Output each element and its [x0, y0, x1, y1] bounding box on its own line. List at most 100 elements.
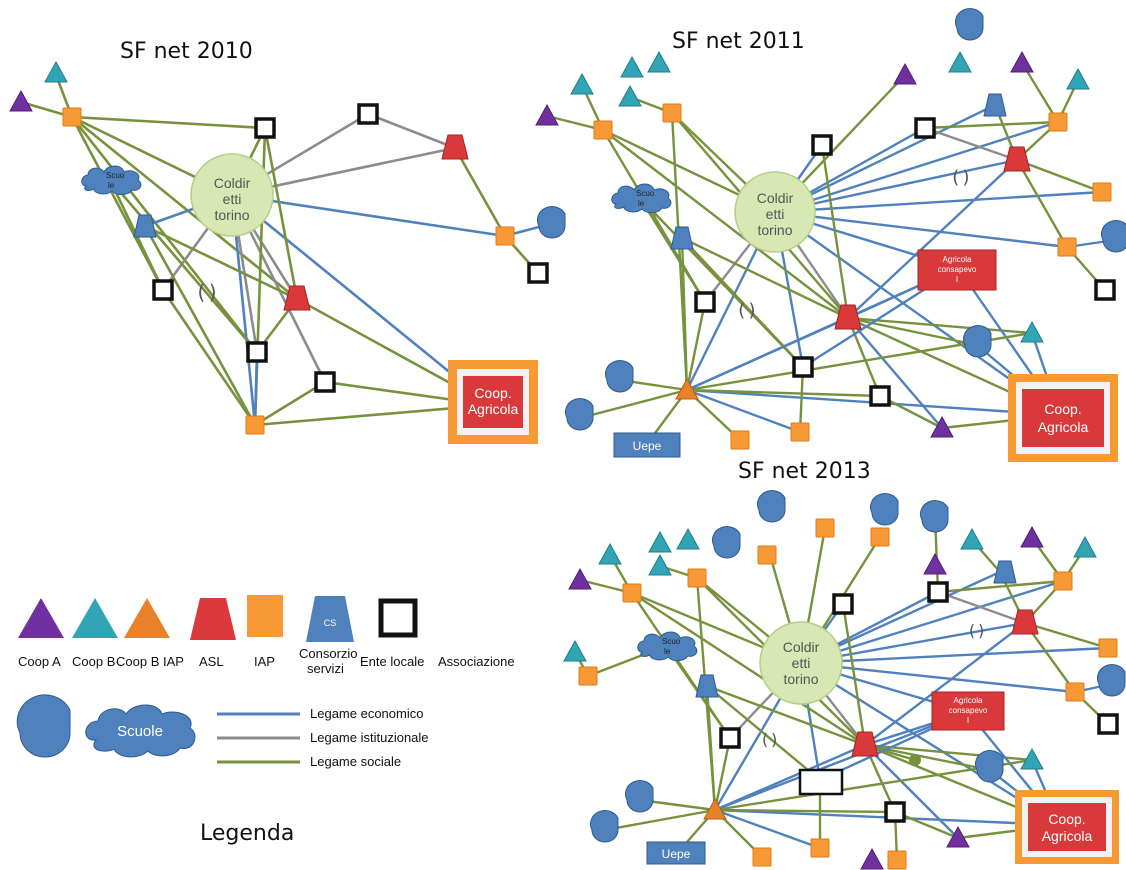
uepe-label: Uepe — [662, 847, 691, 861]
scuole-small-label: le — [664, 647, 671, 656]
hub-label: Coldir — [757, 190, 794, 206]
consorzio-node — [670, 226, 694, 250]
coop-a-node — [568, 568, 592, 590]
legend-ente-locale: Ente locale — [360, 654, 424, 669]
agricola-label: consapevo — [938, 265, 977, 274]
ente-locale-node — [884, 801, 906, 823]
title-2013: SF net 2013 — [738, 459, 871, 484]
asl-node — [441, 134, 469, 160]
iap-node — [730, 430, 750, 450]
coop-a-node — [893, 63, 917, 85]
agricola-label: l — [967, 716, 969, 725]
legend-economico: Legame economico — [310, 706, 423, 721]
nodes-2011: Scuo le () () — [535, 8, 1126, 462]
coop-agricola-node: Coop. Agricola — [448, 360, 538, 444]
scuola-node — [974, 750, 1004, 783]
consorzio-node — [993, 560, 1017, 584]
coop-a-node — [9, 90, 33, 112]
coop-b-icon — [72, 598, 118, 638]
nodes-2013: () Scuo le () Coldir et — [563, 490, 1126, 870]
asl-icon — [190, 598, 236, 640]
ente-locale-node — [1097, 713, 1119, 735]
coop-b-node — [648, 554, 672, 576]
scuole-small-label: Scuo — [662, 637, 681, 646]
coop-a-node — [1020, 526, 1044, 548]
ente-locale-node — [314, 371, 336, 393]
consorzio-icon — [306, 596, 354, 642]
iap-node — [757, 545, 777, 565]
hub-label: torino — [757, 222, 792, 238]
coop-agricola-label: Coop. — [474, 385, 511, 401]
agricola-consapevole-node: Agricola consapevo l — [917, 249, 997, 291]
uepe-node: Uepe — [646, 841, 706, 865]
agricola-consapevole-node: Agricola consapevo l — [931, 691, 1005, 731]
coop-b-node — [570, 73, 594, 95]
hub-label: etti — [223, 191, 242, 207]
ente-locale-icon — [378, 598, 418, 638]
coop-b-node — [676, 528, 700, 550]
iap-node — [752, 847, 772, 867]
legend-coop-a: Coop A — [18, 654, 61, 669]
hub-node — [759, 621, 843, 705]
coop-b-node — [620, 56, 644, 78]
ente-locale-node — [832, 593, 854, 615]
scuola-node — [869, 493, 899, 526]
iap-icon — [247, 595, 283, 637]
coop-b-node — [44, 61, 68, 83]
hub-label: torino — [783, 671, 818, 687]
hub-label: etti — [766, 206, 785, 222]
iap-node — [622, 583, 642, 603]
iap-node — [790, 422, 810, 442]
scuola-node — [711, 526, 741, 559]
scuole-small-label: Scuo — [636, 189, 655, 198]
iap-node — [1065, 682, 1085, 702]
ente-locale-node — [246, 341, 268, 363]
network-2013: () Scuo le () Coldir et — [563, 490, 1126, 870]
scuola-node — [1100, 220, 1126, 253]
legend: CS Coop A Coop B Coop B IAP ASL IAP Cons… — [16, 595, 515, 846]
iap-node — [245, 415, 265, 435]
title-2010: SF net 2010 — [120, 39, 253, 64]
coop-agricola-label: Agricola — [1038, 419, 1089, 435]
iap-node — [815, 518, 835, 538]
scuola-node — [954, 8, 984, 41]
consorzio-node — [983, 93, 1007, 117]
coop-b-node — [948, 51, 972, 73]
iap-node — [578, 666, 598, 686]
coop-agricola-label: Agricola — [468, 401, 519, 417]
ente-box-node — [798, 768, 844, 796]
iap-node — [810, 838, 830, 858]
ente-locale-node — [914, 117, 936, 139]
coop-b-node — [1066, 68, 1090, 90]
legend-coop-b: Coop B — [72, 654, 115, 669]
associazione-node: () — [760, 730, 779, 749]
agricola-label: Agricola — [943, 255, 972, 264]
iap-node — [687, 568, 707, 588]
coop-b-iap-icon — [124, 598, 170, 638]
coop-agricola-label: Coop. — [1048, 811, 1085, 827]
network-2011: Scuo le () () — [535, 8, 1126, 462]
legend-sociale: Legame sociale — [310, 754, 401, 769]
scuole-small-label: Scuo — [106, 171, 125, 180]
iap-node — [62, 107, 82, 127]
nodes-2010: Scuo le () Coldir etti torino Coop. — [9, 61, 566, 444]
coop-b-node — [1073, 536, 1097, 558]
coop-a-icon — [18, 598, 64, 638]
ente-locale-node — [927, 581, 949, 603]
iap-node — [887, 850, 907, 870]
ente-locale-node — [694, 291, 716, 313]
iap-node — [1053, 571, 1073, 591]
scuola-icon — [16, 694, 71, 758]
fattoria-node — [909, 754, 921, 766]
ente-locale-node — [254, 117, 276, 139]
uepe-label: Uepe — [633, 439, 662, 453]
coop-agricola-node: Coop. Agricola — [1015, 790, 1119, 864]
iap-node — [1048, 112, 1068, 132]
iap-node — [495, 226, 515, 246]
hub-node — [734, 171, 816, 253]
coop-a-node — [535, 104, 559, 126]
ente-locale-node — [811, 134, 833, 156]
coop-agricola-label: Agricola — [1042, 828, 1093, 844]
coop-a-node — [923, 553, 947, 575]
legend-istituzionale: Legame istituzionale — [310, 730, 429, 745]
